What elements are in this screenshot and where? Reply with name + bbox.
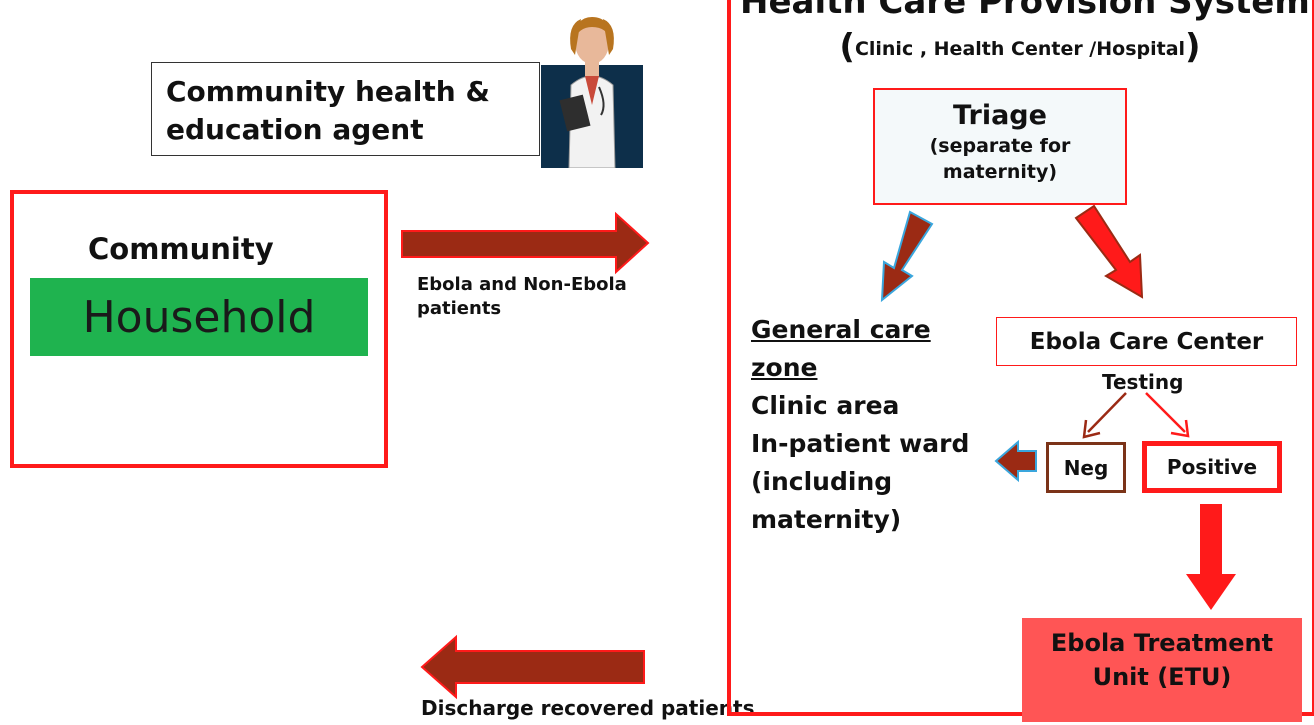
triage-to-general-arrow bbox=[880, 210, 934, 303]
health-care-system-title: Health Care Provision System bbox=[740, 0, 1310, 22]
inbound-arrow bbox=[401, 211, 650, 275]
health-care-system-box bbox=[727, 0, 1314, 716]
doctor-icon bbox=[541, 17, 643, 168]
community-title: Community bbox=[88, 232, 274, 266]
positive-to-etu-arrow bbox=[1186, 504, 1236, 610]
general-care-zone: General care zone Clinic area In-patient… bbox=[751, 311, 969, 539]
testing-to-neg-line bbox=[1087, 392, 1127, 433]
general-care-line2: In-patient ward bbox=[751, 429, 970, 458]
general-care-heading-line1: General care bbox=[751, 315, 931, 344]
testing-label: Testing bbox=[1102, 370, 1184, 394]
general-care-heading-line2: zone bbox=[751, 353, 818, 382]
subtitle-open-paren: ( bbox=[839, 27, 855, 67]
neg-to-general-arrow bbox=[994, 439, 1037, 483]
subtitle-close-paren: ) bbox=[1185, 27, 1201, 67]
neg-result-box: Neg bbox=[1046, 442, 1126, 493]
inbound-flow-label: Ebola and Non-Ebola patients bbox=[417, 273, 697, 321]
triage-to-ecc-arrow bbox=[1074, 204, 1144, 299]
general-care-line3: (including bbox=[751, 467, 893, 496]
testing-to-neg-head bbox=[1082, 419, 1101, 439]
etu-line2: Unit (ETU) bbox=[1092, 663, 1232, 691]
ebola-care-center-box: Ebola Care Center bbox=[996, 317, 1297, 366]
testing-to-positive-line bbox=[1145, 392, 1186, 433]
discharge-arrow bbox=[420, 634, 645, 700]
household-label: Household bbox=[30, 278, 368, 356]
general-care-line1: Clinic area bbox=[751, 391, 900, 420]
triage-sub-line1: (separate for bbox=[929, 135, 1071, 157]
health-care-system-subtitle: (Clinic , Health Center /Hospital) bbox=[740, 27, 1300, 67]
triage-box: Triage (separate for maternity) bbox=[873, 88, 1127, 205]
agent-label-line2: education agent bbox=[166, 113, 424, 146]
inbound-flow-label-line1: Ebola and Non-Ebola bbox=[417, 274, 627, 295]
agent-label-line1: Community health & bbox=[166, 75, 490, 108]
community-health-agent-box: Community health & education agent bbox=[151, 62, 540, 156]
testing-to-positive-head bbox=[1170, 419, 1190, 438]
etu-line1: Ebola Treatment bbox=[1050, 629, 1274, 657]
triage-subtitle: (separate for maternity) bbox=[875, 133, 1125, 185]
triage-title: Triage bbox=[953, 100, 1047, 131]
inbound-flow-label-line2: patients bbox=[417, 298, 502, 319]
positive-result-box: Positive bbox=[1142, 441, 1282, 493]
triage-sub-line2: maternity) bbox=[942, 161, 1058, 183]
subtitle-text: Clinic , Health Center /Hospital bbox=[854, 38, 1186, 60]
community-box bbox=[10, 190, 388, 468]
ebola-treatment-unit-box: Ebola Treatment Unit (ETU) bbox=[1022, 618, 1302, 722]
general-care-line4: maternity) bbox=[751, 505, 902, 534]
discharge-flow-label: Discharge recovered patients bbox=[421, 696, 755, 720]
